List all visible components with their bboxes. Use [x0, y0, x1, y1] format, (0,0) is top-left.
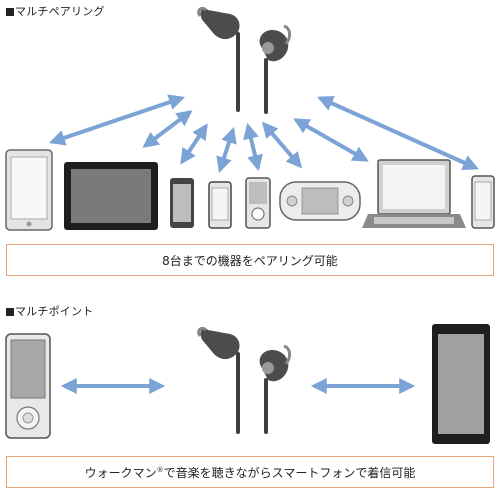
caption-walkman: ウォークマン	[84, 465, 157, 480]
multipoint-caption-box: ウォークマン®で音楽を聴きながらスマートフォンで着信可能	[6, 456, 494, 488]
arrow-tablet-black	[142, 110, 193, 148]
bullet-square-icon	[6, 307, 14, 316]
multipoint-caption: ウォークマン®で音楽を聴きながらスマートフォンで着信可能	[85, 464, 416, 481]
caption-rest: で音楽を聴きながらスマートフォンで着信可能	[163, 465, 416, 480]
registered-mark: ®	[156, 465, 164, 474]
arrow-walkman	[243, 122, 263, 172]
walkman-large-icon	[5, 333, 51, 439]
earphones-bottom	[197, 326, 292, 434]
laptop-icon	[362, 159, 466, 228]
multi-pairing-caption: 8台までの機器をペアリング可能	[162, 253, 338, 268]
smartphone-icon	[170, 178, 194, 228]
game-console-icon	[279, 181, 361, 221]
multi-pairing-heading: マルチペアリング	[6, 5, 105, 19]
walkman-icon	[245, 177, 271, 229]
multi-pairing-heading-text: マルチペアリング	[15, 5, 105, 18]
tablet-white-icon	[5, 149, 53, 231]
arrow-game	[261, 121, 303, 169]
bullet-square-icon	[6, 7, 14, 16]
arrow-laptop	[293, 118, 369, 162]
tablet-black-icon	[64, 162, 158, 230]
smartphone-right-icon	[471, 175, 495, 229]
multi-pairing-caption-box: 8台までの機器をペアリング可能	[6, 244, 494, 276]
smartphone-large-icon	[432, 324, 490, 444]
arrow-phone-1	[180, 123, 208, 165]
multipoint-heading-text: マルチポイント	[15, 305, 94, 318]
arrow-phone-2	[216, 126, 237, 174]
multipoint-heading: マルチポイント	[6, 305, 93, 319]
arrow-tablet-white	[48, 94, 186, 146]
earphones-top	[197, 6, 292, 114]
pairing-arrows	[48, 94, 479, 174]
arrow-phone-right	[317, 95, 479, 171]
smartphone-silver-icon	[208, 181, 232, 229]
